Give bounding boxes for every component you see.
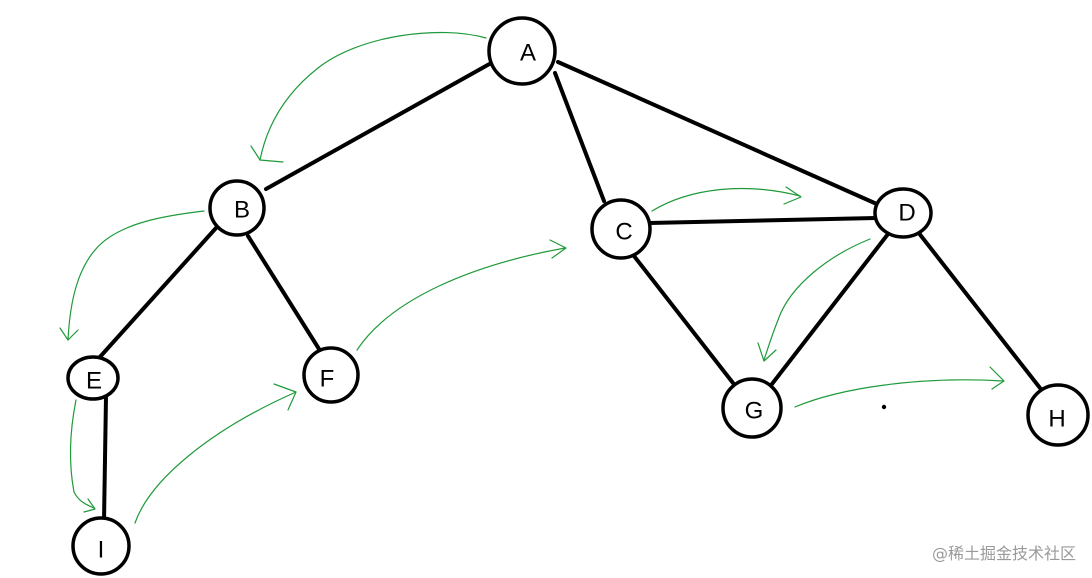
node-A-label: A bbox=[520, 40, 536, 67]
watermark: @稀土掘金技术社区 bbox=[931, 544, 1076, 563]
node-A-circle bbox=[487, 16, 557, 86]
traversal-arrowhead-D-G bbox=[757, 342, 777, 362]
traversal-arrowhead-A-B bbox=[250, 145, 284, 163]
traversal-arrow-B-E bbox=[67, 210, 205, 341]
traversal-arrow-C-D bbox=[651, 187, 801, 212]
traversal-arrows bbox=[59, 31, 1005, 524]
node-D-label: D bbox=[898, 200, 915, 227]
node-B-label: B bbox=[234, 197, 250, 224]
stray-dot bbox=[881, 404, 887, 410]
traversal-arrow-F-C bbox=[356, 247, 566, 351]
edge-A-C bbox=[553, 71, 606, 203]
edges bbox=[97, 60, 1042, 523]
traversal-arrowhead-F-C bbox=[549, 239, 567, 259]
nodes: A B C D E F G H bbox=[66, 16, 1090, 576]
edge-A-D bbox=[556, 60, 881, 207]
node-B-circle bbox=[208, 179, 266, 237]
node-G-label: G bbox=[745, 398, 764, 425]
node-G-circle bbox=[721, 377, 783, 439]
node-F-circle bbox=[302, 346, 360, 404]
node-E-circle bbox=[66, 355, 120, 401]
node-H-circle bbox=[1026, 383, 1090, 447]
node-I-circle bbox=[71, 516, 131, 576]
edge-B-E bbox=[97, 226, 218, 360]
node-C-label: C bbox=[615, 219, 632, 246]
traversal-arrow-E-I bbox=[69, 399, 95, 509]
node-D-circle bbox=[873, 187, 933, 239]
traversal-arrowhead-E-I bbox=[83, 498, 96, 513]
node-E-label: E bbox=[86, 368, 102, 395]
node-I-label: I bbox=[98, 537, 105, 564]
node-F: F bbox=[302, 346, 360, 404]
node-D: D bbox=[873, 187, 933, 239]
node-I: I bbox=[71, 516, 131, 576]
edge-B-F bbox=[246, 234, 321, 351]
node-H: H bbox=[1026, 383, 1090, 447]
traversal-arrowhead-C-D bbox=[783, 186, 802, 205]
traversal-arrow-D-G bbox=[763, 238, 871, 361]
traversal-arrowhead-I-F bbox=[273, 383, 297, 411]
traversal-arrow-A-B bbox=[259, 31, 487, 161]
node-B: B bbox=[208, 179, 266, 237]
node-H-label: H bbox=[1048, 406, 1065, 433]
edge-D-H bbox=[916, 230, 1042, 390]
traversal-arrowhead-B-E bbox=[59, 327, 79, 341]
traversal-arrowhead-G-H bbox=[989, 366, 1005, 390]
edge-C-G bbox=[632, 254, 735, 385]
edge-E-I bbox=[102, 395, 108, 523]
edge-C-D bbox=[647, 216, 878, 225]
node-E: E bbox=[66, 355, 120, 401]
edge-D-G bbox=[770, 232, 890, 386]
node-F-label: F bbox=[320, 366, 335, 393]
edge-A-B bbox=[264, 60, 495, 191]
node-C: C bbox=[590, 198, 652, 260]
traversal-arrow-I-F bbox=[134, 391, 297, 524]
traversal-arrow-G-H bbox=[794, 379, 1004, 408]
node-C-circle bbox=[590, 198, 652, 260]
node-G: G bbox=[721, 377, 783, 439]
node-A: A bbox=[487, 16, 557, 86]
